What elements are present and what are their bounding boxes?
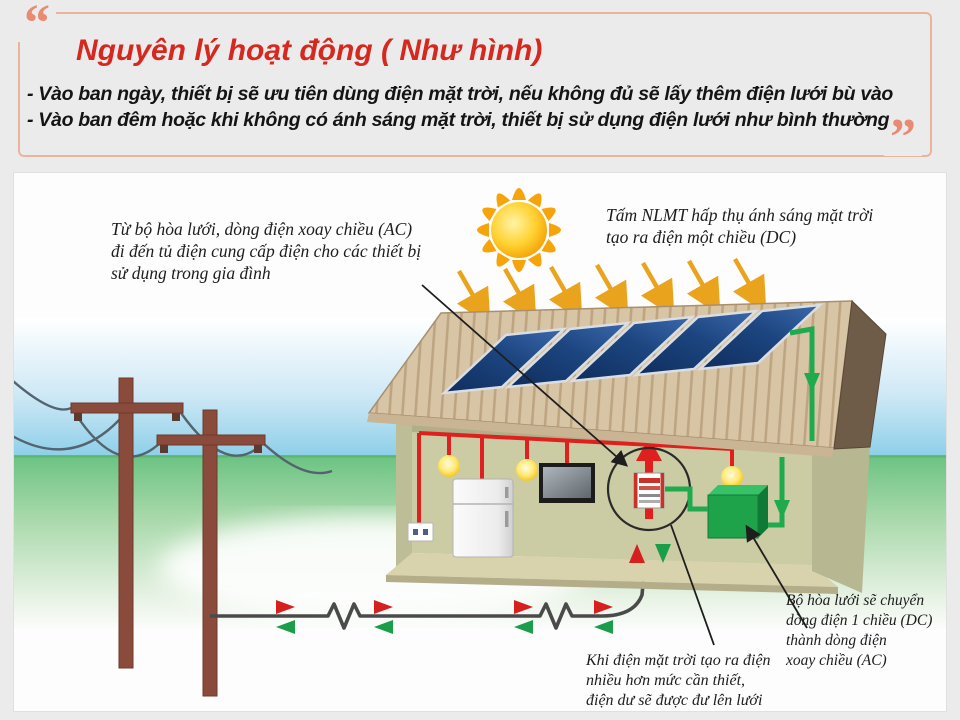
pointer-lines (421, 284, 808, 646)
open-quote-icon: “ (18, 0, 56, 50)
light-bulb (438, 455, 460, 477)
electric-meter (633, 472, 665, 509)
annotation-inverter-line1: Bộ hòa lưới sẽ chuyển (786, 592, 924, 609)
annotation-inverter-line2: dòng điện 1 chiều (DC) (786, 612, 932, 629)
annotation-ac-line2: đi đến tủ điện cung cấp điện cho các thi… (111, 241, 421, 261)
annotation-dc-line1: Tấm NLMT hấp thụ ánh sáng mặt trời (606, 205, 873, 225)
house (386, 419, 870, 594)
house-right-wall (812, 443, 870, 593)
annotation-dc-line2: tạo ra điện một chiều (DC) (606, 227, 796, 247)
floor-edge (386, 575, 838, 594)
bullet-night: - Vào ban đêm hoặc khi không có ánh sáng… (27, 109, 890, 131)
room-floor (386, 553, 838, 587)
grid-flow-arrows (276, 600, 613, 634)
grid-catenary-wires (3, 372, 333, 475)
page-title: Nguyên lý hoạt động ( Như hình) (76, 34, 543, 67)
annotation-excess-line2: nhiều hơn mức cần thiết, (586, 672, 745, 689)
pointer-meter-to-excess-note (670, 524, 715, 646)
dc-wiring-green (665, 457, 785, 528)
room-left-wall (396, 419, 412, 571)
roof-dc-wire (789, 326, 815, 441)
annotation-dc: Tấm NLMT hấp thụ ánh sáng mặt trời tạo r… (606, 205, 873, 247)
fridge (452, 478, 514, 558)
annotation-ac-line3: sử dụng trong gia đình (111, 263, 271, 283)
gable (833, 299, 887, 450)
eave-fascia (367, 413, 834, 457)
inverter-box (707, 485, 768, 539)
annotation-inverter-line3: thành dòng điện (786, 632, 887, 649)
solar-panel (504, 321, 632, 389)
power-pole-2 (156, 409, 266, 697)
light-bulb (516, 459, 538, 481)
grid-service-wire (210, 530, 650, 630)
foreground (14, 628, 946, 711)
green-down-arrowhead-roof (804, 373, 820, 392)
sun-rays (477, 188, 561, 272)
meter-assembly (606, 437, 692, 563)
export-up-arrow (629, 544, 645, 563)
sun-icon (477, 188, 561, 272)
green-down-arrowhead-wall (774, 500, 790, 519)
solar-diagram: Từ bộ hòa lưới, dòng điện xoay chiều (AC… (3, 173, 946, 711)
annotation-inverter: Bộ hòa lưới sẽ chuyển dòng điện 1 chiều … (785, 592, 932, 669)
solar-panel (696, 303, 824, 371)
pointer-note-to-inverter (745, 524, 808, 629)
annotation-excess: Khi điện mặt trời tạo ra điện nhiều hơn … (585, 652, 771, 709)
power-poles (3, 372, 333, 697)
import-down-arrow (655, 544, 671, 563)
annotation-inverter-line4: xoay chiều (AC) (785, 652, 887, 669)
solar-panel (568, 315, 696, 383)
roof (367, 299, 887, 457)
green-left-arrows (276, 620, 613, 634)
sunlight-arrows (456, 257, 767, 326)
close-quote-icon: ” (884, 112, 922, 164)
annotation-excess-line3: điện dư sẽ được đư lên lưới (586, 692, 762, 709)
solar-array (440, 303, 824, 395)
red-right-arrows (276, 600, 613, 614)
tv (539, 463, 595, 503)
annotation-ac-line1: Từ bộ hòa lưới, dòng điện xoay chiều (AC… (111, 219, 412, 239)
annotations: Từ bộ hòa lưới, dòng điện xoay chiều (AC… (111, 205, 932, 709)
wall-outlet (407, 522, 434, 542)
bullet-day: - Vào ban ngày, thiết bị sẽ ưu tiên dùng… (27, 83, 894, 105)
ac-wiring-red (417, 431, 734, 525)
light-bulbs (438, 455, 743, 488)
power-pole-1 (70, 377, 184, 669)
header-frame (18, 12, 932, 157)
annotation-ac: Từ bộ hòa lưới, dòng điện xoay chiều (AC… (111, 219, 421, 283)
solar-panel (632, 309, 760, 377)
annotation-excess-line1: Khi điện mặt trời tạo ra điện (585, 652, 771, 669)
pointer-ac-to-meter (421, 284, 629, 467)
solar-panel (440, 327, 568, 395)
diagram-panel: Từ bộ hòa lưới, dòng điện xoay chiều (AC… (3, 172, 947, 712)
light-bulb (721, 466, 743, 488)
